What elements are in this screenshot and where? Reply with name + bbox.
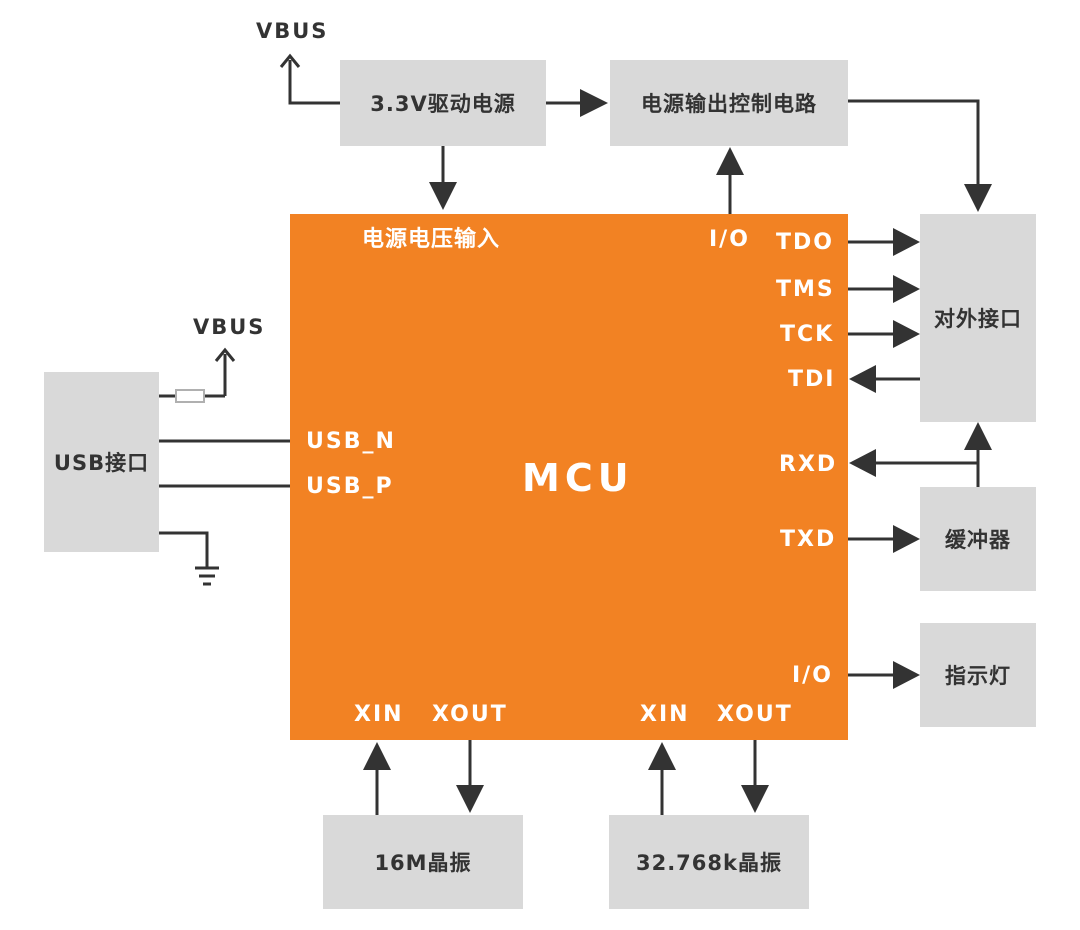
block-crystal-32k: 32.768k晶振 [609, 815, 809, 909]
mcu-block [290, 214, 848, 740]
block-usb-interface: USB接口 [44, 372, 159, 552]
wire-control-to-interface [848, 99, 980, 186]
arrowhead-rxd [849, 449, 876, 477]
pin-rxd: RXD [779, 452, 838, 477]
block-power-output-control: 电源输出控制电路 [610, 60, 848, 146]
block-indicator: 指示灯 [920, 623, 1036, 727]
arrowhead-tdi [849, 365, 876, 393]
arrowhead-control-to-interface [964, 184, 992, 212]
pin-io-right: I/O [792, 663, 833, 688]
mcu-title: MCU [522, 456, 634, 500]
vbus-usb-arrowhead [214, 347, 236, 362]
pin-power-input: 电源电压输入 [362, 227, 501, 252]
pin-tdo: TDO [776, 230, 834, 255]
wire-usb-gnd [159, 531, 209, 568]
arrowhead-power-to-control [580, 89, 608, 117]
vbus-top-arrowhead [279, 53, 301, 68]
arrowhead-xin-1 [363, 742, 391, 770]
arrowhead-tdo [893, 228, 920, 256]
arrowhead-buffer-to-interface [964, 422, 992, 450]
wire-rxd [874, 461, 980, 487]
arrowhead-xout-1 [456, 785, 484, 813]
pin-tdi: TDI [788, 367, 836, 392]
pin-xin-1: XIN [354, 702, 404, 727]
pin-io-top: I/O [709, 227, 750, 252]
block-external-interface: 对外接口 [920, 214, 1036, 422]
fuse-icon [175, 389, 205, 403]
block-power-33v: 3.3V驱动电源 [340, 60, 546, 146]
pin-usb-p: USB_P [306, 474, 394, 499]
pin-tms: TMS [776, 277, 835, 302]
label-vbus-usb: VBUS [193, 315, 266, 339]
arrowhead-io-indicator [893, 661, 920, 689]
arrowhead-io-to-control [716, 147, 744, 175]
block-buffer: 缓冲器 [920, 487, 1036, 591]
label-vbus-top: VBUS [256, 19, 329, 43]
pin-xout-1: XOUT [432, 702, 508, 727]
block-crystal-16m: 16M晶振 [323, 815, 523, 909]
arrowhead-tck [893, 320, 920, 348]
arrowhead-xin-2 [648, 742, 676, 770]
pin-xout-2: XOUT [717, 702, 793, 727]
arrowhead-txd [893, 525, 920, 553]
vbus-top-wire [288, 60, 340, 105]
arrowhead-xout-2 [741, 785, 769, 813]
arrowhead-power-to-mcu [429, 182, 457, 210]
arrowhead-tms [893, 275, 920, 303]
pin-xin-2: XIN [640, 702, 690, 727]
pin-tck: TCK [780, 322, 835, 347]
pin-txd: TXD [780, 527, 837, 552]
pin-usb-n: USB_N [306, 429, 396, 454]
